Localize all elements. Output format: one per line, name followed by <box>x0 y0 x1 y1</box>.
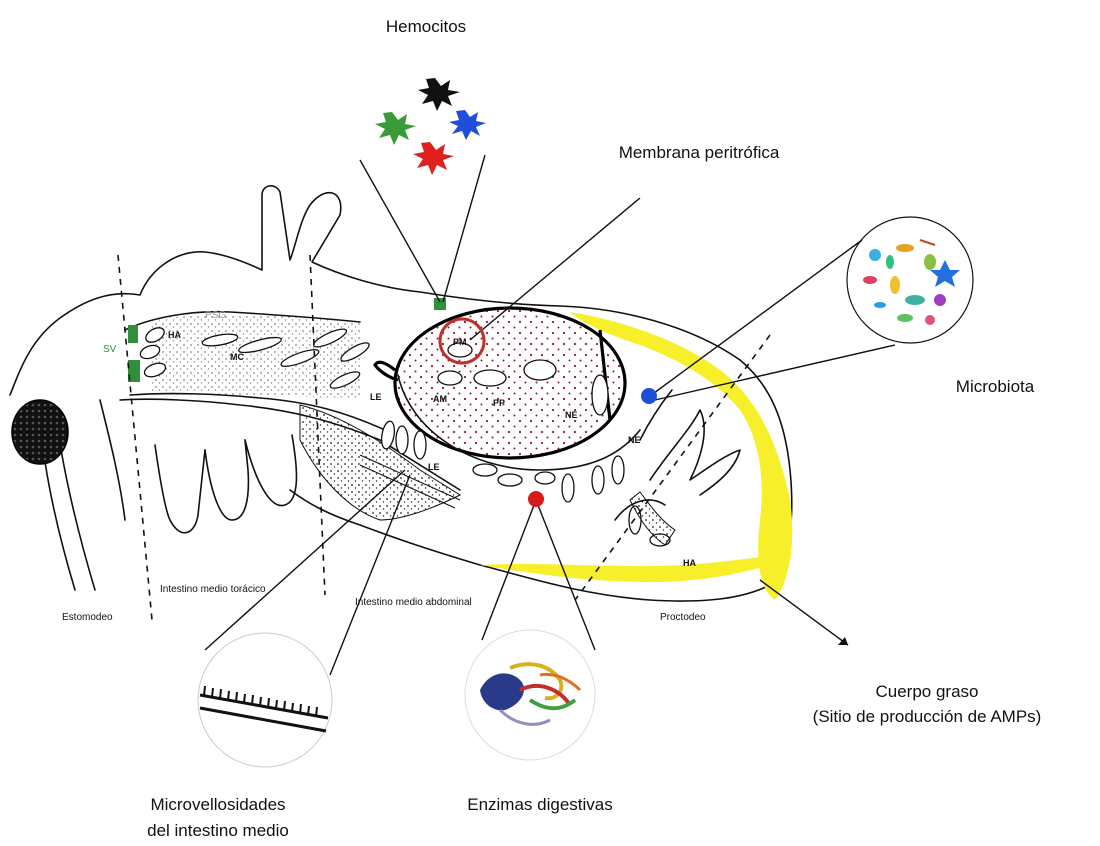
hemocyte-black <box>418 78 460 111</box>
label-enzimas: Enzimas digestivas <box>467 795 613 814</box>
abbr-ha-2: HA <box>683 558 696 568</box>
region-labels: Estomodeo Intestino medio torácico Intes… <box>62 584 706 623</box>
abbr-ha: HA <box>168 330 181 340</box>
enzymes-bubble <box>465 630 595 760</box>
label-membrana: Membrana peritrófica <box>619 143 780 162</box>
microvilli-bubble <box>198 633 332 767</box>
abbr-le: LE <box>370 392 382 402</box>
microbiota-dot <box>641 388 657 404</box>
label-microbiota: Microbiota <box>956 377 1035 396</box>
hemocyte-green <box>375 112 416 145</box>
label-microvellosidades-sub: del intestino medio <box>147 821 289 840</box>
abbr-le-2: LE <box>428 462 440 472</box>
gut-lumen <box>395 308 625 458</box>
label-proctodeo: Proctodeo <box>660 612 706 623</box>
hemocyte-red <box>413 142 454 175</box>
hemocytes <box>375 78 486 310</box>
label-estomodeo: Estomodeo <box>62 612 113 623</box>
label-cuerpo-graso-sub: (Sitio de producción de AMPs) <box>813 707 1042 726</box>
hemocyte-blue <box>449 110 486 140</box>
abbr-ne-2: NE <box>628 435 641 445</box>
abbr-pm: PM <box>453 337 467 347</box>
abbr-pp: PP <box>493 398 505 408</box>
sv-marker <box>128 325 138 343</box>
enzyme-dot <box>528 491 544 507</box>
abbr-ne: NE <box>565 410 578 420</box>
ganglion <box>12 400 68 464</box>
abbr-mc: MC <box>230 352 244 362</box>
abdominal-midgut <box>375 308 792 600</box>
abbr-psg: PSG <box>205 310 226 321</box>
label-intestino-toracico: Intestino medio torácico <box>160 584 266 595</box>
microbiota-bubble <box>847 217 973 343</box>
abbr-sv: SV <box>103 344 117 355</box>
label-cuerpo-graso: Cuerpo graso <box>875 682 978 701</box>
abbr-am: AM <box>433 394 447 404</box>
label-microvellosidades: Microvellosidades <box>150 795 285 814</box>
label-hemocitos: Hemocitos <box>386 17 466 36</box>
fat-body-lower <box>480 555 775 582</box>
label-intestino-abdominal: Intestino medio abdominal <box>355 597 472 608</box>
